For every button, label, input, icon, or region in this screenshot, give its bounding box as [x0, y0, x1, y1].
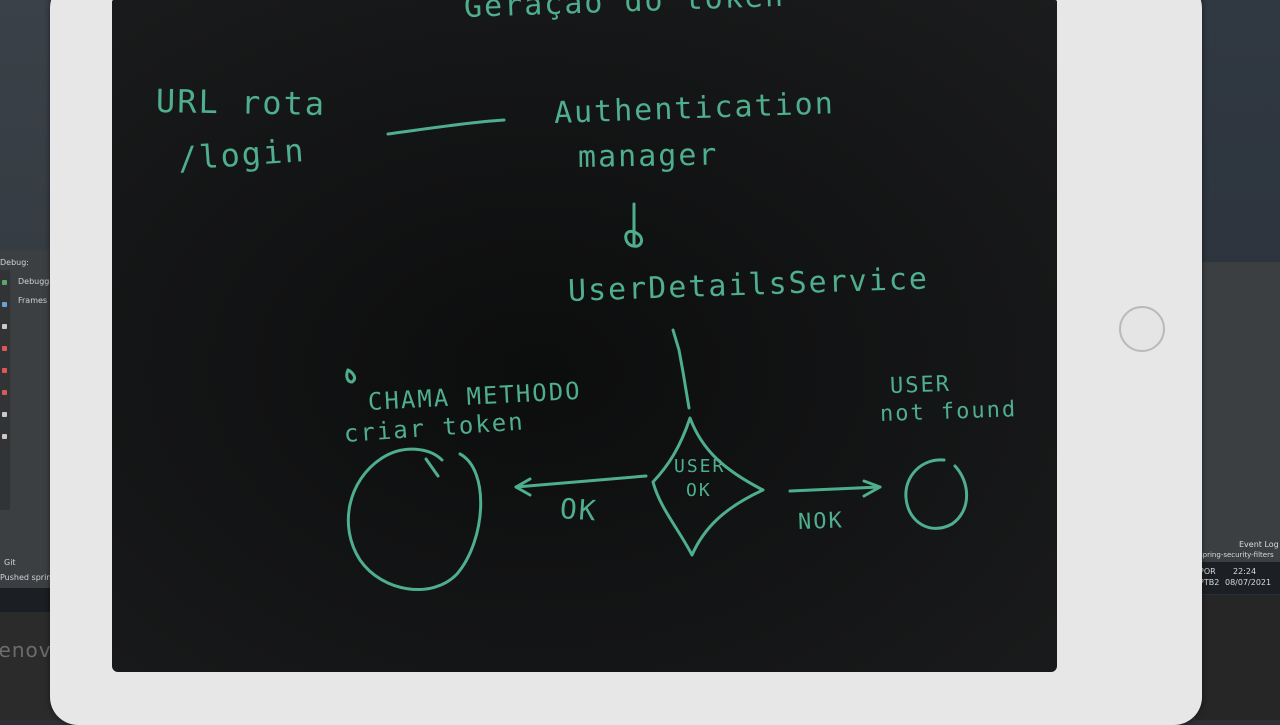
note-bullet: [345, 368, 356, 384]
step-icon[interactable]: [2, 302, 7, 307]
decision-line2: OK: [686, 480, 712, 501]
arrowhead-ok: [514, 477, 532, 497]
arrow-login-to-manager: [386, 118, 506, 136]
nok-note-line1: USER: [889, 371, 952, 399]
debug-label: Debug:: [0, 258, 30, 267]
camera-icon[interactable]: [2, 412, 7, 417]
source-line1: URL rota: [155, 82, 327, 123]
decision-diamond: [651, 416, 765, 557]
arrowhead-nok: [862, 479, 882, 498]
clock-date: 08/07/2021: [1225, 578, 1272, 587]
stop-icon[interactable]: [2, 346, 7, 351]
decision-line1: USER: [674, 456, 726, 477]
project-label: spring-security-filters: [1199, 551, 1274, 559]
settings-icon[interactable]: [2, 434, 7, 439]
debug-toolbar: [0, 270, 10, 510]
monitor-bezel-right: [1195, 595, 1280, 720]
ok-edge-label: OK: [558, 492, 599, 528]
pause-icon[interactable]: [2, 324, 7, 329]
arrowhead-down: [624, 229, 643, 248]
clock-time: 22:24: [1233, 567, 1257, 576]
diagram-strokes: [345, 118, 969, 592]
line-service-to-decision: [671, 328, 691, 410]
auth-manager-line2: manager: [577, 137, 719, 175]
mute-icon[interactable]: [2, 390, 7, 395]
nok-note-line2: not found: [879, 397, 1018, 427]
lang-line2: PTB2: [1199, 578, 1220, 587]
breakpoint-icon[interactable]: [2, 368, 7, 373]
arrow-nok: [788, 485, 882, 493]
tablet-screen: Geração do token URL rota /login Authent…: [112, 0, 1057, 672]
taskbar-left: [0, 588, 52, 614]
writing-tablet: Geração do token URL rota /login Authent…: [50, 0, 1202, 725]
debugger-tab[interactable]: Debugger: [18, 277, 58, 286]
resume-icon[interactable]: [2, 280, 7, 285]
circle-token: [346, 447, 483, 592]
home-button[interactable]: [1119, 306, 1165, 352]
ide-window-right: [1195, 262, 1280, 562]
taskbar-right: Event Log spring-security-filters POR PT…: [1195, 540, 1280, 594]
arrow-ok: [514, 474, 648, 489]
nok-edge-label: NOK: [797, 508, 845, 535]
frames-label: Frames: [18, 296, 48, 305]
circle-token-tick: [424, 457, 440, 478]
git-label[interactable]: Git: [4, 558, 16, 567]
event-log-label[interactable]: Event Log: [1239, 540, 1279, 549]
status-text: Pushed spring: [0, 573, 57, 582]
right-monitor: [1195, 0, 1280, 600]
lang-line1: POR: [1199, 567, 1216, 576]
circle-not-found: [904, 458, 969, 530]
